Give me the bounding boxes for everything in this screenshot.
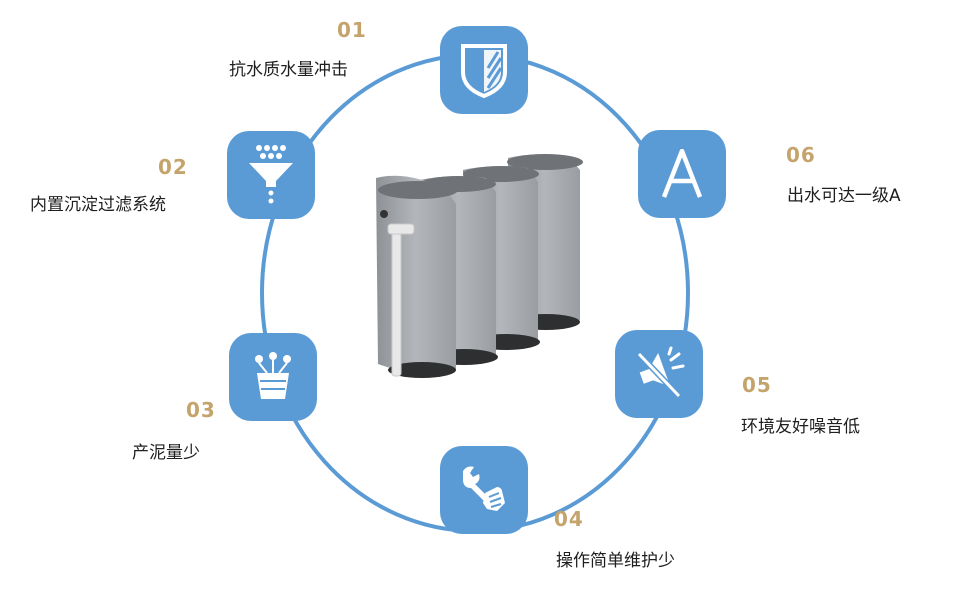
feature-label-05: 环境友好噪音低 <box>741 417 860 437</box>
feature-label-01: 抗水质水量冲击 <box>229 60 348 80</box>
funnel-icon <box>249 145 293 204</box>
feature-number-04: 04 <box>554 507 584 531</box>
feature-node-04 <box>440 446 528 534</box>
feature-label-06: 出水可达一级A <box>787 186 901 206</box>
feature-node-06 <box>638 130 726 218</box>
bucket-icon <box>255 352 291 399</box>
letter-a-icon <box>661 149 703 198</box>
feature-node-03 <box>229 333 317 421</box>
feature-number-01: 01 <box>337 18 367 42</box>
feature-label-04: 操作简单维护少 <box>556 551 675 571</box>
feature-number-05: 05 <box>742 373 772 397</box>
feature-number-06: 06 <box>786 143 816 167</box>
feature-node-01 <box>440 26 528 114</box>
muted-speaker-icon <box>636 346 685 399</box>
feature-label-02: 内置沉淀过滤系统 <box>30 195 166 215</box>
feature-label-03: 产泥量少 <box>132 443 200 463</box>
feature-number-03: 03 <box>186 398 216 422</box>
feature-number-02: 02 <box>158 155 188 179</box>
feature-node-02 <box>227 131 315 219</box>
product-image <box>376 154 583 378</box>
feature-node-05 <box>615 330 703 418</box>
wrench-hand-icon <box>463 466 505 511</box>
shield-icon <box>461 44 507 98</box>
